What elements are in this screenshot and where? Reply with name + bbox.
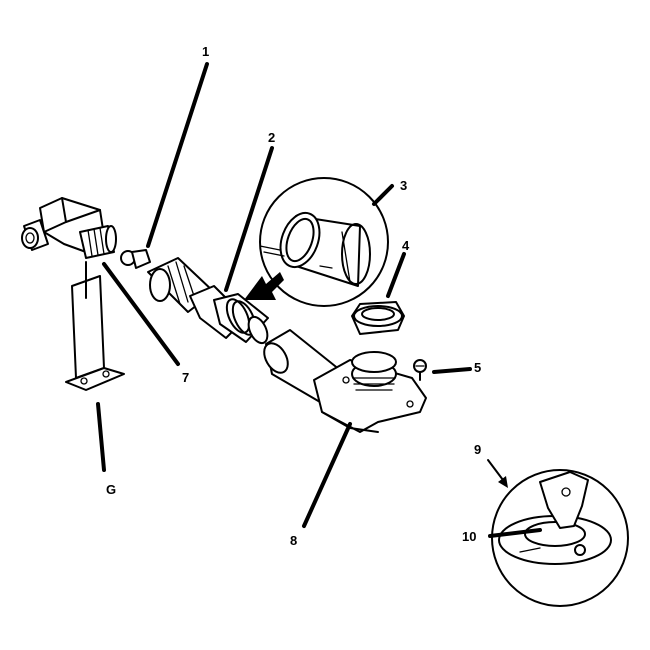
mounting-bracket: [65, 261, 125, 391]
leader-2: [224, 146, 274, 292]
elbow-fitting: [21, 197, 117, 259]
leader-4: [386, 252, 406, 298]
callout-2: 2: [268, 130, 275, 145]
callout-6: G: [106, 482, 116, 497]
pointer-arrow: [244, 272, 284, 300]
callout-5: 5: [474, 360, 481, 375]
leader-7: [102, 262, 180, 366]
callout-7: 7: [182, 370, 189, 385]
leader-10: [488, 528, 542, 538]
inner-tube: [213, 293, 269, 345]
leader-3: [372, 184, 394, 206]
outer-hose-body: [263, 329, 427, 433]
leader-6: [96, 402, 106, 472]
callout-8: 8: [290, 533, 297, 548]
leader-5: [432, 367, 472, 374]
leader-9-arrowhead: [498, 476, 508, 488]
check-ball: [120, 249, 151, 269]
leader-8: [302, 422, 352, 528]
screw: [413, 359, 427, 381]
retaining-nut: [351, 301, 405, 335]
leader-1: [146, 62, 209, 248]
callout-1: 1: [202, 44, 209, 59]
callout-3: 3: [400, 178, 407, 193]
callout-9: 9: [474, 442, 481, 457]
leader-lines: [96, 62, 542, 538]
callout-labels: 1 2 3 4 5 G 7 8 9 10: [106, 44, 481, 548]
detail-circle-3: [259, 177, 389, 307]
callout-4: 4: [402, 238, 410, 253]
callout-10: 10: [462, 529, 476, 544]
detail-circle-9: [491, 469, 629, 607]
